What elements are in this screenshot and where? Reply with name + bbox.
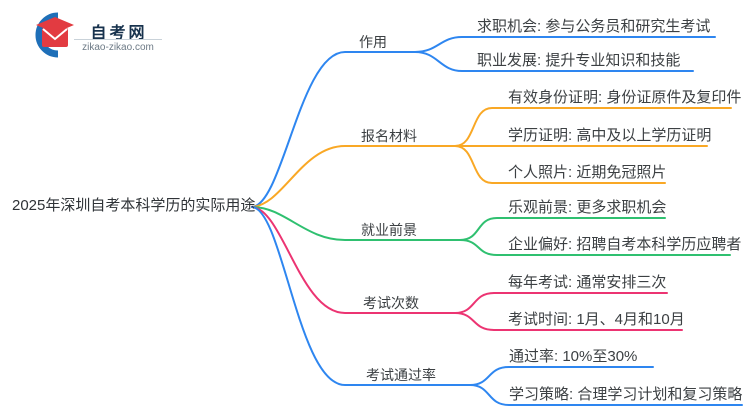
- graduation-cap-icon: [35, 12, 74, 58]
- edge-branch-2: [251, 145, 456, 208]
- leaf-node[interactable]: 考试时间: 1月、4月和10月: [508, 311, 685, 328]
- leaf-node[interactable]: 学历证明: 高中及以上学历证明: [508, 127, 712, 144]
- edge-branch-1-child-2: [414, 51, 694, 72]
- leaf-node[interactable]: 企业偏好: 招聘自考本科学历应聘者: [508, 236, 742, 253]
- edge-branch-5: [251, 206, 471, 386]
- edge-branch-1-child-1: [414, 36, 716, 53]
- branch-node-1[interactable]: 作用: [359, 34, 387, 50]
- leaf-node[interactable]: 求职机会: 参与公务员和研究生考试: [477, 18, 711, 35]
- edge-branch-2-child-3: [454, 145, 666, 184]
- branch-node-5[interactable]: 考试通过率: [366, 367, 436, 383]
- leaf-node[interactable]: 乐观前景: 更多求职机会: [508, 199, 667, 216]
- edge-branch-3-child-1: [459, 217, 666, 241]
- branch-node-4[interactable]: 考试次数: [363, 295, 419, 311]
- branch-node-3[interactable]: 就业前景: [361, 222, 417, 238]
- edge-branch-4-child-1: [454, 292, 668, 314]
- leaf-node[interactable]: 有效身份证明: 身份证原件及复印件: [508, 89, 742, 106]
- logo-divider: [74, 39, 162, 40]
- branch-node-2[interactable]: 报名材料: [361, 128, 417, 144]
- leaf-node[interactable]: 每年考试: 通常安排三次: [508, 274, 667, 291]
- edge-branch-5-child-1: [469, 366, 654, 386]
- leaf-node[interactable]: 个人照片: 近期免冠照片: [508, 164, 667, 181]
- leaf-node[interactable]: 通过率: 10%至30%: [509, 348, 638, 365]
- edge-branch-4-child-2: [454, 312, 683, 331]
- edge-branch-1: [251, 51, 416, 208]
- site-url: zikao-zikao.com: [82, 42, 154, 53]
- site-logo: 自考网 zikao-zikao.com: [28, 10, 178, 60]
- edge-branch-5-child-2: [469, 384, 743, 406]
- edge-branch-3: [251, 206, 461, 241]
- root-node[interactable]: 2025年深圳自考本科学历的实际用途: [12, 197, 256, 214]
- edge-branch-3-child-2: [459, 239, 731, 256]
- site-name: 自考网: [90, 25, 148, 42]
- edge-branch-2-child-1: [454, 107, 732, 147]
- leaf-node[interactable]: 职业发展: 提升专业知识和技能: [477, 52, 681, 69]
- edge-branch-4: [251, 206, 456, 314]
- leaf-node[interactable]: 学习策略: 合理学习计划和复习策略: [509, 386, 743, 403]
